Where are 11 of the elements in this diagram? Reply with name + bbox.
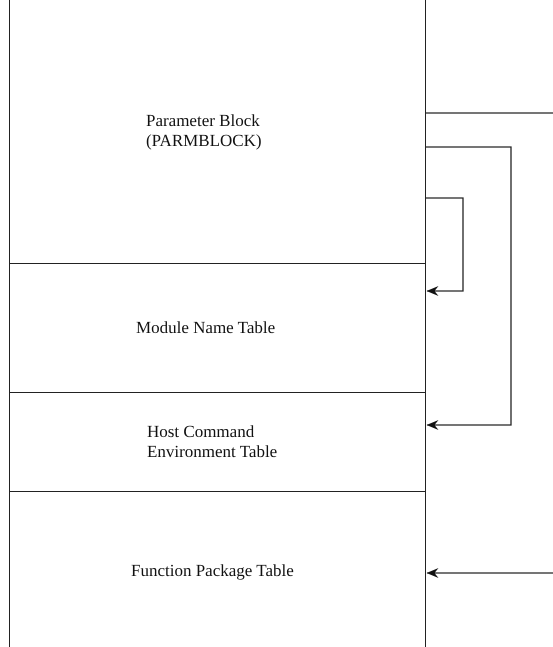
table-block xyxy=(9,263,426,393)
arrow xyxy=(426,146,512,430)
block-label: Function Package Table xyxy=(131,560,295,582)
block-label: Host Command Environment Table xyxy=(147,422,278,462)
arrow xyxy=(426,568,553,578)
table-block xyxy=(9,392,426,492)
table-block xyxy=(9,0,426,264)
block-label: Parameter Block (PARMBLOCK) xyxy=(146,110,263,152)
block-label: Module Name Table xyxy=(136,318,276,338)
arrow xyxy=(426,197,464,296)
table-block xyxy=(9,491,426,647)
